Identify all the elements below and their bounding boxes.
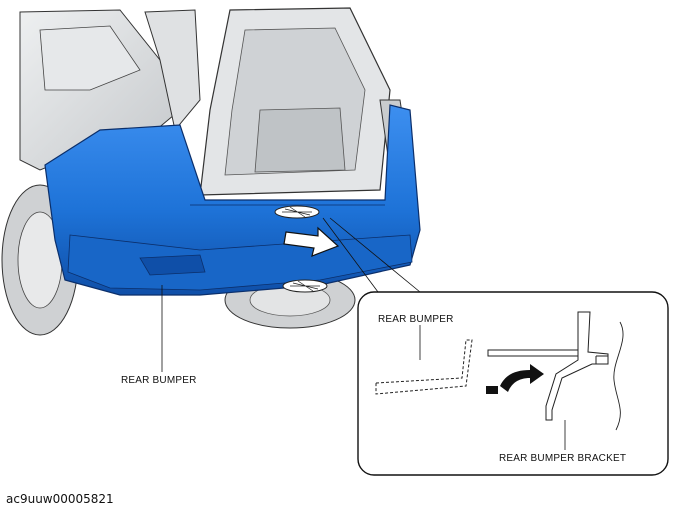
detail-removal-arrow: [500, 364, 544, 392]
rear-bumper: [44, 104, 421, 296]
reference-code: ac9uuw00005821: [6, 492, 114, 506]
rear-bumper-bracket-label: REAR BUMPER BRACKET: [499, 453, 627, 464]
detail-callout-box: [357, 291, 669, 476]
detail-bracket: [545, 311, 609, 421]
leader-lines: [161, 217, 421, 372]
removal-direction-arrow: [283, 226, 340, 257]
detail-bumper-edge: [375, 339, 473, 395]
rear-bumper-label: REAR BUMPER: [121, 375, 197, 386]
detail-rear-bumper-label: REAR BUMPER: [378, 314, 454, 325]
detail-body-member: [487, 349, 583, 357]
